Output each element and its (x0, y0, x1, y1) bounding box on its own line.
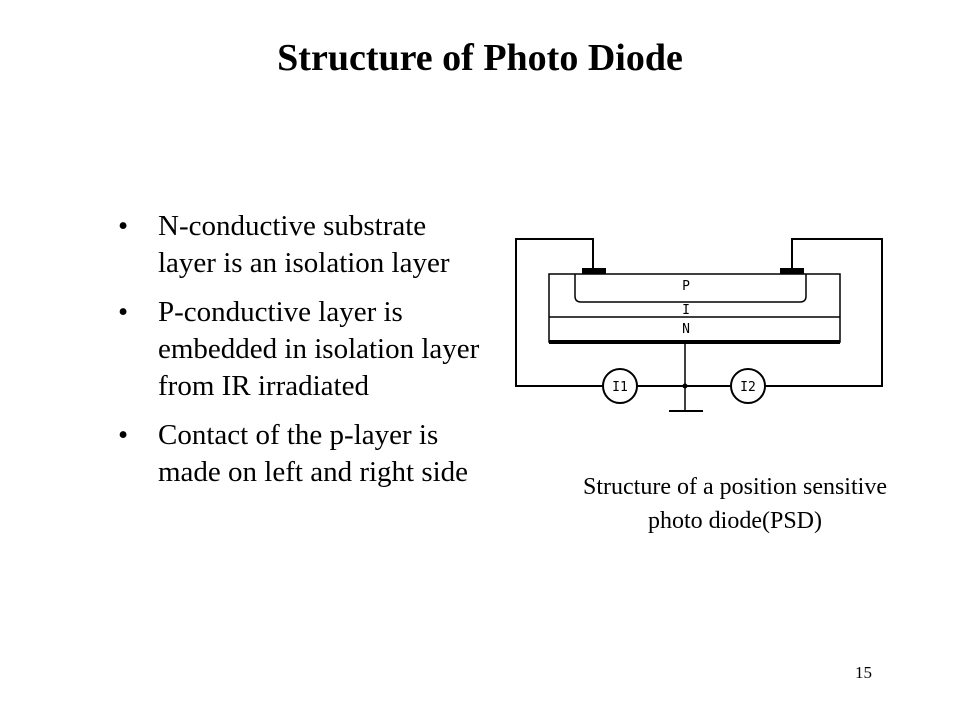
caption-line-1: Structure of a position sensitive (583, 474, 887, 500)
bullet-item: • N-conductive substrate layer is an isol… (118, 208, 488, 282)
psd-diagram: I1 I2 P I N (515, 238, 883, 412)
p-layer-label: P (682, 279, 690, 294)
bullet-text: P-conductive layer is embedded in isolat… (158, 296, 480, 402)
p-layer-well (574, 274, 807, 303)
bullet-dot: • (118, 296, 129, 328)
ammeter-i2-label: I2 (740, 380, 756, 395)
ammeter-i1-label: I1 (612, 380, 628, 395)
slide-title: Structure of Photo Diode (277, 37, 683, 79)
bullet-dot: • (118, 210, 129, 242)
left-contact (582, 268, 606, 274)
bullet-item: • P-conductive layer is embedded in isola… (118, 294, 488, 405)
ground-node (682, 383, 688, 389)
n-layer-box (548, 273, 841, 343)
page-number: 15 (855, 663, 872, 682)
bullet-text: N-conductive substrate layer is an isola… (158, 210, 450, 279)
bullet-dot: • (118, 419, 129, 451)
bullet-text: Contact of the p-layer is made on left a… (158, 419, 469, 488)
right-contact (780, 268, 804, 274)
ammeter-i1 (602, 368, 638, 404)
left-wire (515, 238, 603, 387)
figure-caption: Structure of a position sensitive photo … (520, 470, 950, 538)
right-wire (763, 238, 883, 387)
caption-line-2: photo diode(PSD) (648, 508, 822, 534)
bullet-list: • N-conductive substrate layer is an isol… (118, 208, 488, 503)
ammeter-i2 (730, 368, 766, 404)
n-layer-label: N (682, 322, 690, 337)
bullet-item: • Contact of the p-layer is made on left … (118, 417, 488, 491)
i-layer-label: I (682, 303, 690, 318)
